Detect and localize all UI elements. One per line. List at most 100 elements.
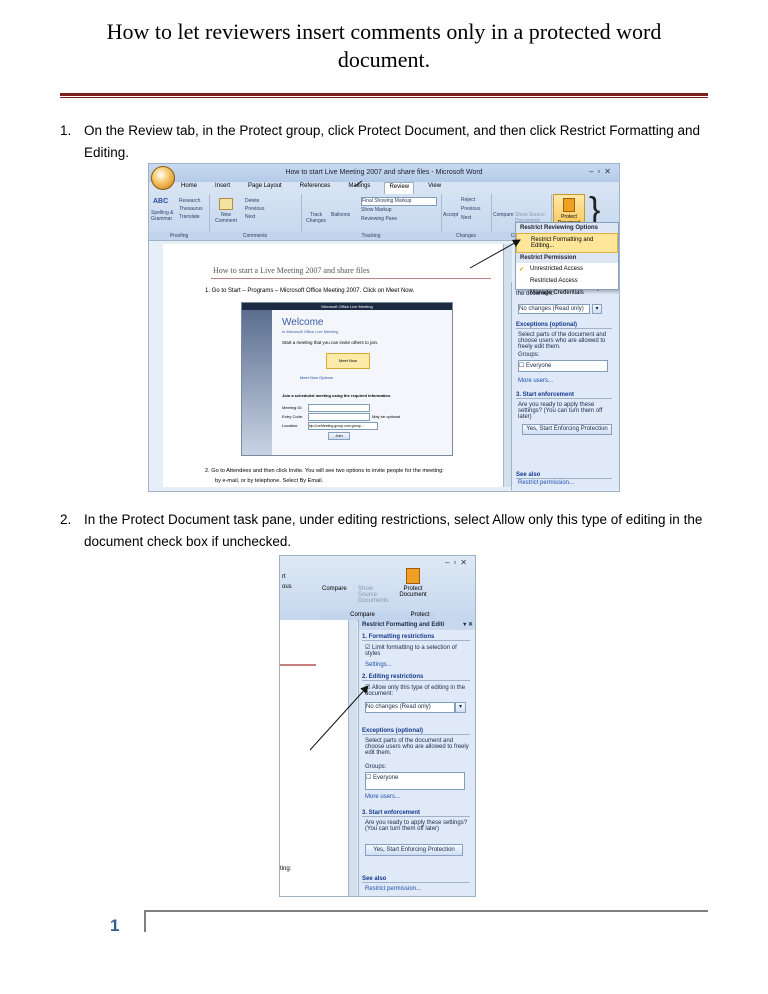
- everyone-item[interactable]: Everyone: [526, 363, 552, 369]
- brace-icon: }: [589, 191, 601, 229]
- next-change-button[interactable]: Next: [461, 215, 472, 221]
- tab-mailings[interactable]: Mailings: [348, 183, 371, 189]
- thesaurus-button[interactable]: Thesaurus: [179, 206, 203, 212]
- lock-icon: [406, 568, 420, 584]
- reviewing-pane-button[interactable]: Reviewing Pane: [361, 216, 398, 222]
- page-number: 1: [110, 916, 120, 935]
- see-also-heading: See also: [362, 876, 470, 883]
- document-page: ting:: [280, 620, 348, 896]
- show-source-button[interactable]: Show Source Documents: [358, 586, 389, 604]
- location-select[interactable]: sip:LiveMeeting.group.com;group...: [308, 422, 378, 430]
- balloons-button[interactable]: Balloons: [331, 212, 351, 218]
- delete-comment-button[interactable]: Delete: [245, 198, 260, 204]
- groups-list[interactable]: ☐ Everyone: [365, 772, 465, 790]
- tab-view[interactable]: View: [428, 183, 442, 189]
- group-label: Tracking: [301, 232, 441, 240]
- allow-checkbox[interactable]: ☑ Allow only this type of editing in the…: [365, 685, 466, 697]
- footer-divider: [144, 910, 146, 932]
- join-text: Join a scheduled meeting using the requi…: [282, 393, 392, 398]
- protect-document-button[interactable]: Protect Document: [398, 568, 428, 608]
- reject-button[interactable]: Reject: [461, 197, 476, 203]
- dialog-sidebar: [242, 310, 272, 455]
- compare-button[interactable]: Compare: [322, 586, 347, 592]
- lock-icon: [563, 198, 575, 212]
- menu-item-manage-credentials[interactable]: Manage Credentials: [530, 290, 584, 296]
- ribbon: How to start Live Meeting 2007 and share…: [149, 164, 619, 241]
- menu-item-label: Unrestricted Access: [530, 266, 584, 272]
- groups-label: Groups:: [518, 352, 540, 358]
- doc-scrollbar[interactable]: [503, 244, 512, 487]
- welcome-text: Welcome: [282, 317, 324, 328]
- ribbon-tabs: Home Insert Page Layout References Maili…: [177, 182, 445, 194]
- chevron-down-icon[interactable]: ▾: [455, 702, 466, 713]
- menu-item-unrestricted[interactable]: ✔ Unrestricted Access: [516, 263, 618, 275]
- group-changes: Accept Reject Previous Next Changes: [441, 194, 492, 240]
- window-controls-icon[interactable]: –▫✕: [589, 167, 615, 176]
- title-rule-thin: [60, 97, 708, 98]
- groups-label: Groups:: [365, 764, 387, 770]
- meet-now-button[interactable]: Meet Now: [326, 353, 370, 369]
- chevron-down-icon[interactable]: ▾: [592, 304, 602, 314]
- tab-insert[interactable]: Insert: [215, 183, 231, 189]
- markup-select[interactable]: Final Showing Markup: [361, 197, 437, 206]
- meeting-id-label: Meeting ID:: [282, 405, 303, 410]
- new-comment-button[interactable]: New Comment: [215, 212, 237, 224]
- restrict-permission-link[interactable]: Restrict permission...: [518, 480, 575, 486]
- limit-checkbox[interactable]: ☑ Limit formatting to a selection of sty…: [365, 645, 457, 657]
- doc-scrollbar[interactable]: [348, 620, 357, 896]
- tab-references[interactable]: References: [299, 183, 331, 189]
- previous-change-button[interactable]: Previous: [461, 206, 481, 212]
- menu-item-restrict-formatting[interactable]: Restrict Formatting and Editing...: [516, 233, 618, 253]
- tab-page-layout[interactable]: Page Layout: [248, 183, 282, 189]
- pane-title: Restrict Formatting and Editi ▾ ✕: [359, 620, 475, 630]
- show-markup-button[interactable]: Show Markup: [361, 207, 392, 213]
- translate-button[interactable]: Translate: [179, 214, 200, 220]
- close-icon[interactable]: ▾ ✕: [463, 622, 473, 628]
- group-compare-label: Compare: [320, 612, 405, 620]
- office-button-icon[interactable]: [151, 166, 175, 190]
- formatting-heading: 1. Formatting restrictions: [362, 634, 470, 641]
- screenshot-review-ribbon: How to start Live Meeting 2007 and share…: [148, 163, 620, 492]
- research-button[interactable]: Research: [179, 198, 201, 204]
- tab-review[interactable]: Review: [384, 182, 415, 194]
- check-icon: ✔: [519, 267, 525, 273]
- limit-text: Limit formatting to a selection of style…: [365, 645, 457, 657]
- accept-button[interactable]: Accept: [443, 212, 459, 218]
- menu-header-reviewing: Restrict Reviewing Options: [516, 223, 618, 233]
- step-number: 1.: [60, 123, 72, 138]
- next-comment-button[interactable]: Next: [245, 214, 256, 220]
- editing-type-select[interactable]: No changes (Read only): [518, 304, 590, 314]
- step-text: In the Protect Document task pane, under…: [84, 512, 703, 549]
- allow-text: Allow only this type of editing in the d…: [365, 685, 466, 697]
- more-users-link[interactable]: More users...: [365, 794, 401, 800]
- doc-step-2b: by e-mail, or by telephone. Select By Em…: [215, 478, 324, 484]
- window-controls-icon[interactable]: –▫✕: [445, 558, 471, 567]
- more-users-link[interactable]: More users...: [518, 378, 554, 384]
- entry-code-input[interactable]: [308, 413, 370, 421]
- restrict-permission-link[interactable]: Restrict permission...: [365, 886, 422, 892]
- partial-label-2: ous: [282, 584, 292, 590]
- menu-item-restricted[interactable]: Restricted Access: [530, 278, 578, 284]
- optional-note: May be optional: [372, 414, 401, 419]
- previous-comment-button[interactable]: Previous: [245, 206, 265, 212]
- start-enforcement-heading: 3. Start enforcement: [516, 392, 612, 399]
- title-rule: [60, 93, 708, 96]
- tab-home[interactable]: Home: [181, 183, 198, 189]
- meeting-id-input[interactable]: [308, 404, 370, 412]
- groups-list[interactable]: ☐ Everyone: [518, 360, 608, 372]
- group-proofing: ABC Spelling & Grammar Research Thesauru…: [149, 194, 210, 240]
- step-number: 2.: [60, 512, 72, 527]
- spelling-button[interactable]: Spelling & Grammar: [151, 210, 174, 222]
- everyone-item[interactable]: Everyone: [373, 775, 399, 781]
- compare-button[interactable]: Compare: [493, 212, 514, 218]
- meet-now-options-link[interactable]: Meet Now Options: [300, 375, 333, 380]
- settings-link[interactable]: Settings...: [365, 662, 392, 668]
- join-button[interactable]: Join: [328, 432, 350, 440]
- start-enforcing-button[interactable]: Yes, Start Enforcing Protection: [365, 844, 463, 856]
- doc-heading: How to start a Live Meeting 2007 and sha…: [213, 266, 370, 275]
- track-changes-button[interactable]: Track Changes: [305, 212, 326, 224]
- show-source-button[interactable]: Show Source Documents: [515, 212, 545, 224]
- start-enforcing-button[interactable]: Yes, Start Enforcing Protection: [522, 424, 612, 435]
- editing-type-select[interactable]: No changes (Read only): [365, 702, 455, 713]
- exceptions-heading: Exceptions (optional): [516, 322, 612, 329]
